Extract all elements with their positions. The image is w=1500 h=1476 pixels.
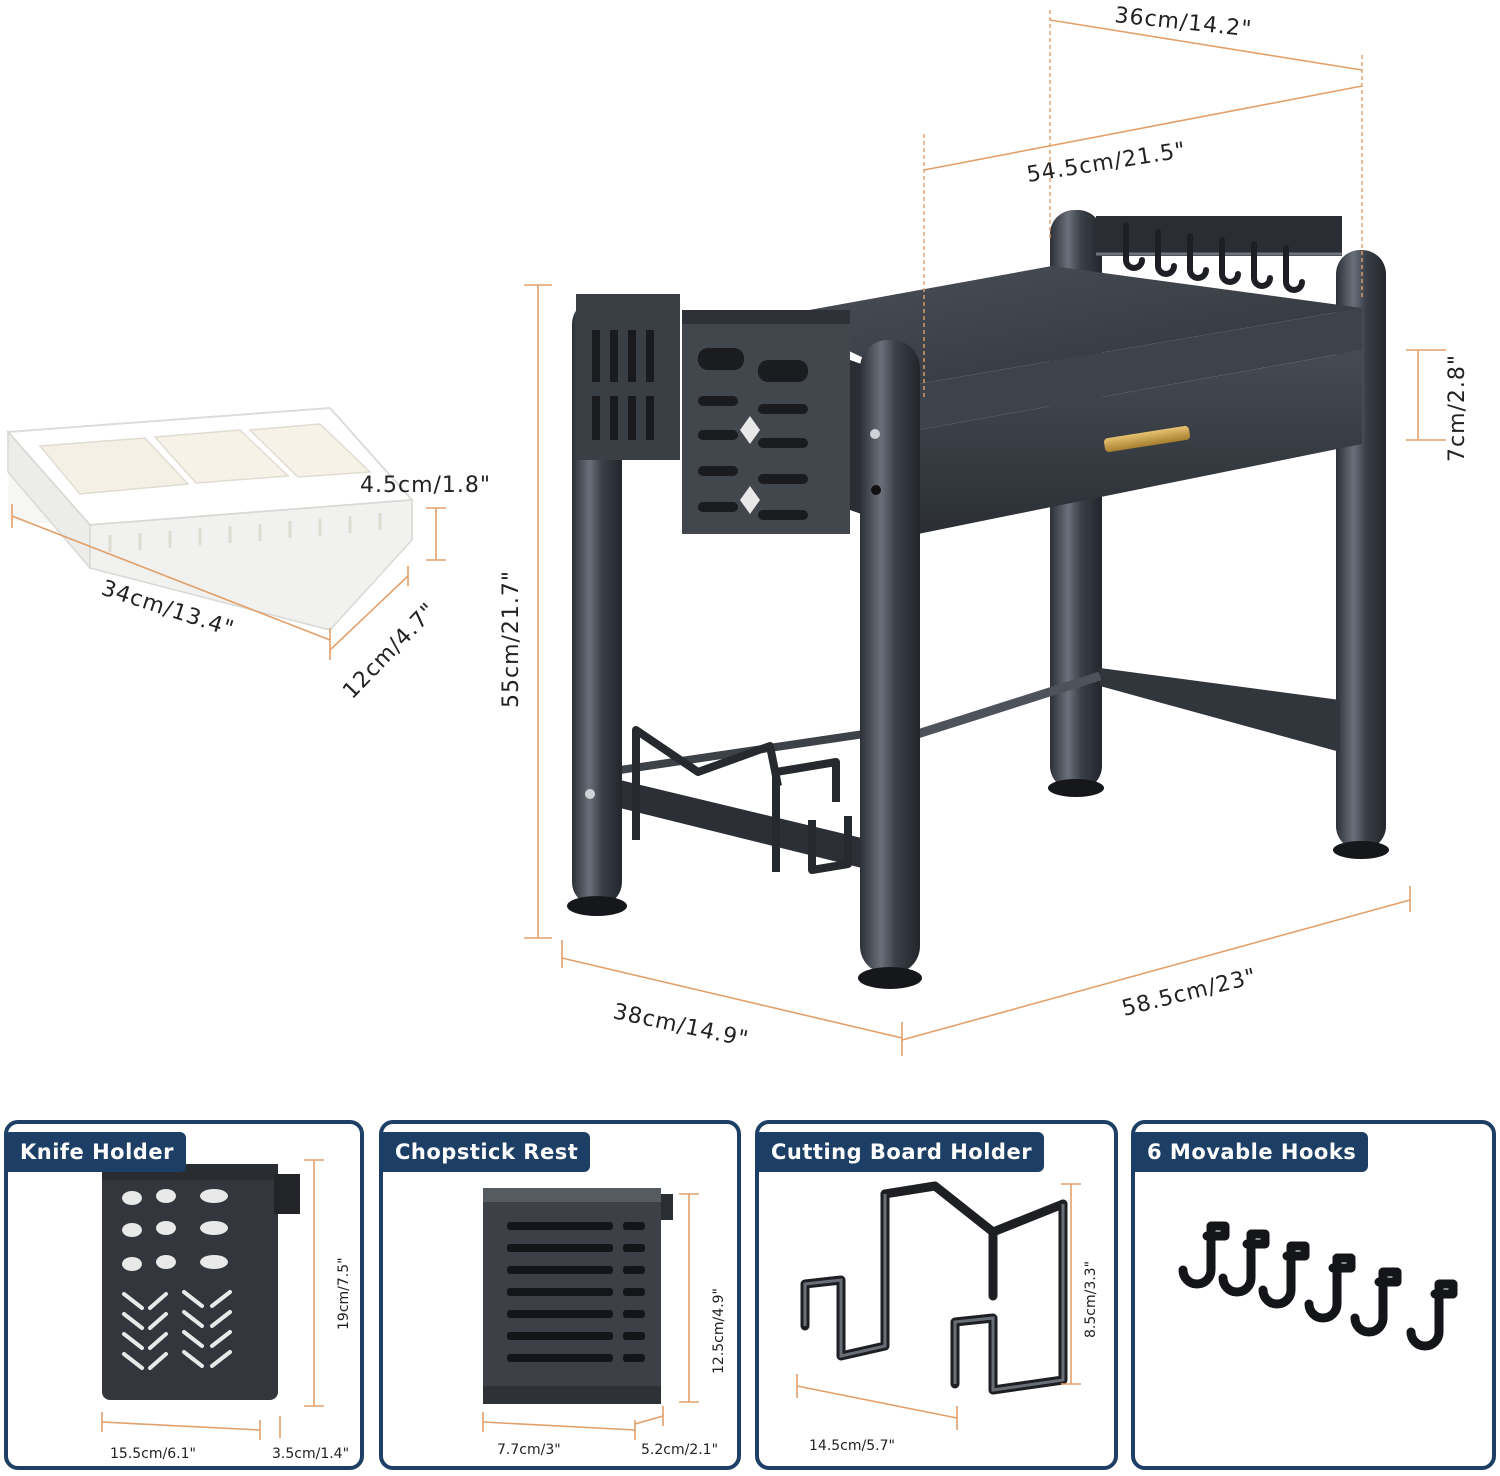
knife-holder-title: Knife Holder bbox=[8, 1132, 186, 1172]
chopstick-rest-illustration: 12.5cm/4.9" 7.7cm/3" 5.2cm/2.1" bbox=[482, 1188, 727, 1458]
front-right-leg bbox=[860, 340, 920, 974]
knife-holder-height-label: 19cm/7.5" bbox=[336, 1257, 352, 1330]
knife-holder-width-label: 15.5cm/6.1" bbox=[110, 1446, 196, 1462]
rack-knife-holder bbox=[682, 310, 850, 534]
storage-tray bbox=[5, 406, 415, 631]
drawer-handle[interactable] bbox=[1103, 425, 1190, 453]
knife-holder-illustration: 19cm/7.5" 15.5cm/6.1" 3.5cm/1.4" bbox=[101, 1159, 352, 1462]
movable-hooks-title: 6 Movable Hooks bbox=[1135, 1132, 1369, 1172]
base-width-label: 58.5cm/23" bbox=[1119, 964, 1259, 1022]
top-shelf bbox=[776, 266, 1362, 384]
panel-cutting-board-holder: 8.5cm/3.3" 14.5cm/5.7" Cutting Board Hol… bbox=[755, 1120, 1118, 1470]
drawer-height-label: 7cm/2.8" bbox=[1445, 354, 1470, 462]
main-dimension-lines bbox=[524, 10, 1446, 1056]
board-holder-width-label: 14.5cm/5.7" bbox=[809, 1438, 895, 1454]
shelf-rack bbox=[567, 210, 1389, 989]
tray-height-label: 4.5cm/1.8" bbox=[360, 473, 491, 498]
tray-width-label: 12cm/4.7" bbox=[338, 598, 441, 704]
board-holder-height-label: 8.5cm/3.3" bbox=[1083, 1261, 1099, 1338]
panel-movable-hooks: 6 Movable Hooks bbox=[1131, 1120, 1496, 1470]
cutting-board-holder-title: Cutting Board Holder bbox=[759, 1132, 1045, 1172]
knife-holder-depth-label: 3.5cm/1.4" bbox=[272, 1446, 349, 1462]
rack-chopstick-holder bbox=[576, 294, 680, 460]
lower-board-holder bbox=[632, 726, 852, 874]
tray-slots bbox=[108, 513, 382, 552]
hook-icons bbox=[1178, 1221, 1458, 1351]
chopstick-rest-depth-label: 5.2cm/2.1" bbox=[641, 1442, 718, 1458]
movable-hooks-illustration bbox=[1178, 1221, 1458, 1351]
tray-dimension-lines bbox=[11, 504, 446, 660]
chopstick-rest-width-label: 7.7cm/3" bbox=[497, 1442, 561, 1458]
top-depth-label: 36cm/14.2" bbox=[1113, 3, 1253, 42]
cutting-board-holder-illustration: 8.5cm/3.3" 14.5cm/5.7" bbox=[796, 1181, 1099, 1454]
chopstick-rest-title: Chopstick Rest bbox=[383, 1132, 591, 1172]
lower-side-bar bbox=[1100, 668, 1340, 752]
rail-hooks bbox=[1123, 223, 1305, 293]
total-height-label: 55cm/21.7" bbox=[499, 570, 524, 708]
product-illustration: 4.5cm/1.8" 34cm/13.4" 12cm/4.7" bbox=[5, 3, 1470, 1056]
panel-chopstick-rest: 12.5cm/4.9" 7.7cm/3" 5.2cm/2.1" Chopstic… bbox=[379, 1120, 741, 1470]
base-depth-label: 38cm/14.9" bbox=[611, 999, 751, 1052]
lower-front-bar bbox=[620, 780, 870, 870]
chopstick-rest-height-label: 12.5cm/4.9" bbox=[711, 1288, 727, 1374]
panel-knife-holder: 19cm/7.5" 15.5cm/6.1" 3.5cm/1.4" Knife H… bbox=[4, 1120, 364, 1470]
